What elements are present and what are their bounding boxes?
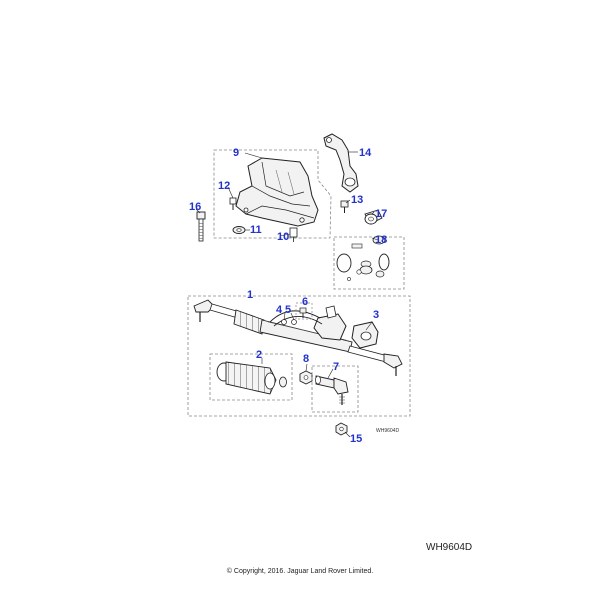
callout-15: 15: [350, 433, 362, 445]
part-5: [291, 319, 297, 325]
callout-10: 10: [277, 231, 289, 243]
illustration-ref-code: WH9604D: [426, 542, 473, 553]
heat-shield-stud: [299, 217, 305, 223]
callout-5: 5: [285, 304, 291, 316]
bolt-12: [229, 197, 237, 210]
part-4: [281, 319, 287, 325]
clip-10: [289, 227, 298, 242]
callout-8: 8: [303, 353, 309, 365]
callout-14: 14: [359, 147, 372, 159]
steering-rack: [193, 299, 403, 376]
callout-labels: 1 2 3 4 5 6 7 8 9 10 11 12 13 14 15 16 1…: [189, 147, 387, 445]
heat-shield-contour: [245, 161, 315, 219]
heat-shield-stud: [243, 207, 249, 213]
callout-4: 4: [276, 304, 283, 316]
tie-rod-end-boundary: [311, 365, 359, 413]
callout-18: 18: [375, 234, 387, 246]
seal-kit-boundary: [333, 236, 405, 290]
boot-kit-2: [216, 361, 287, 395]
tie-rod-end-7: [315, 375, 349, 405]
bracket-14: [323, 133, 359, 193]
nut-8: [299, 370, 313, 385]
callout-9: 9: [233, 147, 239, 159]
copyright-notice: © Copyright, 2016. Jaguar Land Rover Lim…: [226, 568, 374, 575]
boot-kit-boundary: [209, 353, 293, 401]
callout-12: 12: [218, 180, 230, 192]
part-6-boundary: [295, 302, 313, 320]
heat-shield-rib: [275, 169, 295, 195]
heat-shield-boundary: [213, 149, 332, 239]
callout-6: 6: [302, 296, 308, 308]
diagram-small-ref: WH9604D: [376, 428, 399, 434]
callout-11: 11: [250, 224, 262, 236]
bolt-13: [340, 200, 349, 213]
callout-3: 3: [373, 309, 379, 321]
heat-shield-group: [213, 149, 332, 242]
callout-17: 17: [375, 208, 387, 220]
bolt-6: [299, 307, 307, 318]
grommet-11-hole: [236, 228, 242, 232]
callout-16: 16: [189, 201, 201, 213]
steering-rack-boundary: [187, 295, 411, 417]
leader-lines: [195, 151, 379, 438]
callout-1: 1: [247, 289, 253, 301]
callout-2: 2: [256, 349, 262, 361]
bush-17: [364, 209, 383, 225]
seal-kit-18: [333, 235, 405, 290]
bolt-16: [196, 211, 206, 242]
callout-13: 13: [351, 194, 363, 206]
callout-7: 7: [333, 361, 339, 373]
nut-15: [335, 422, 348, 436]
